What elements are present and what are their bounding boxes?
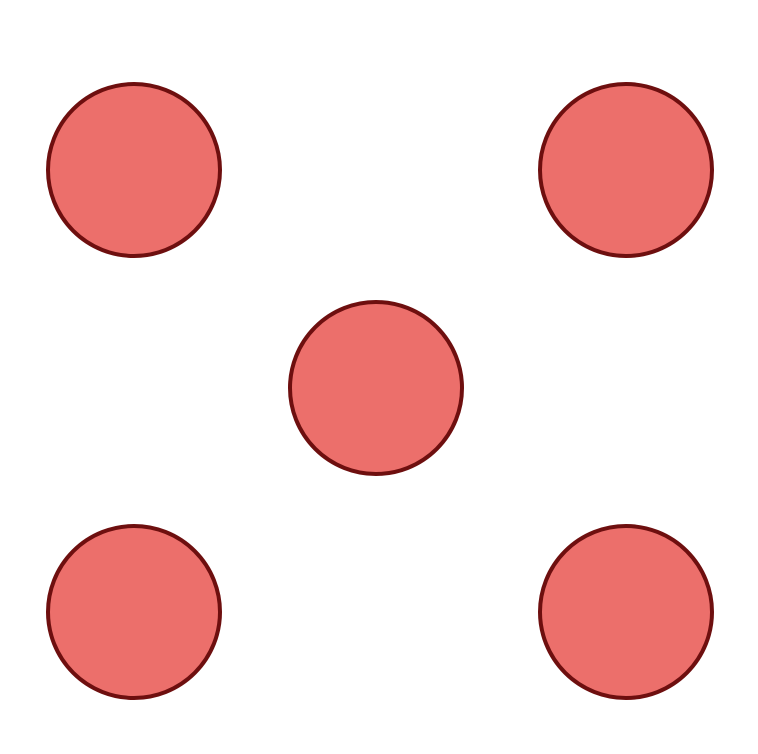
dot-top-right — [538, 82, 714, 258]
dot-center — [288, 300, 464, 476]
dot-bottom-right — [538, 524, 714, 700]
dot-bottom-left — [46, 524, 222, 700]
dot-top-left — [46, 82, 222, 258]
